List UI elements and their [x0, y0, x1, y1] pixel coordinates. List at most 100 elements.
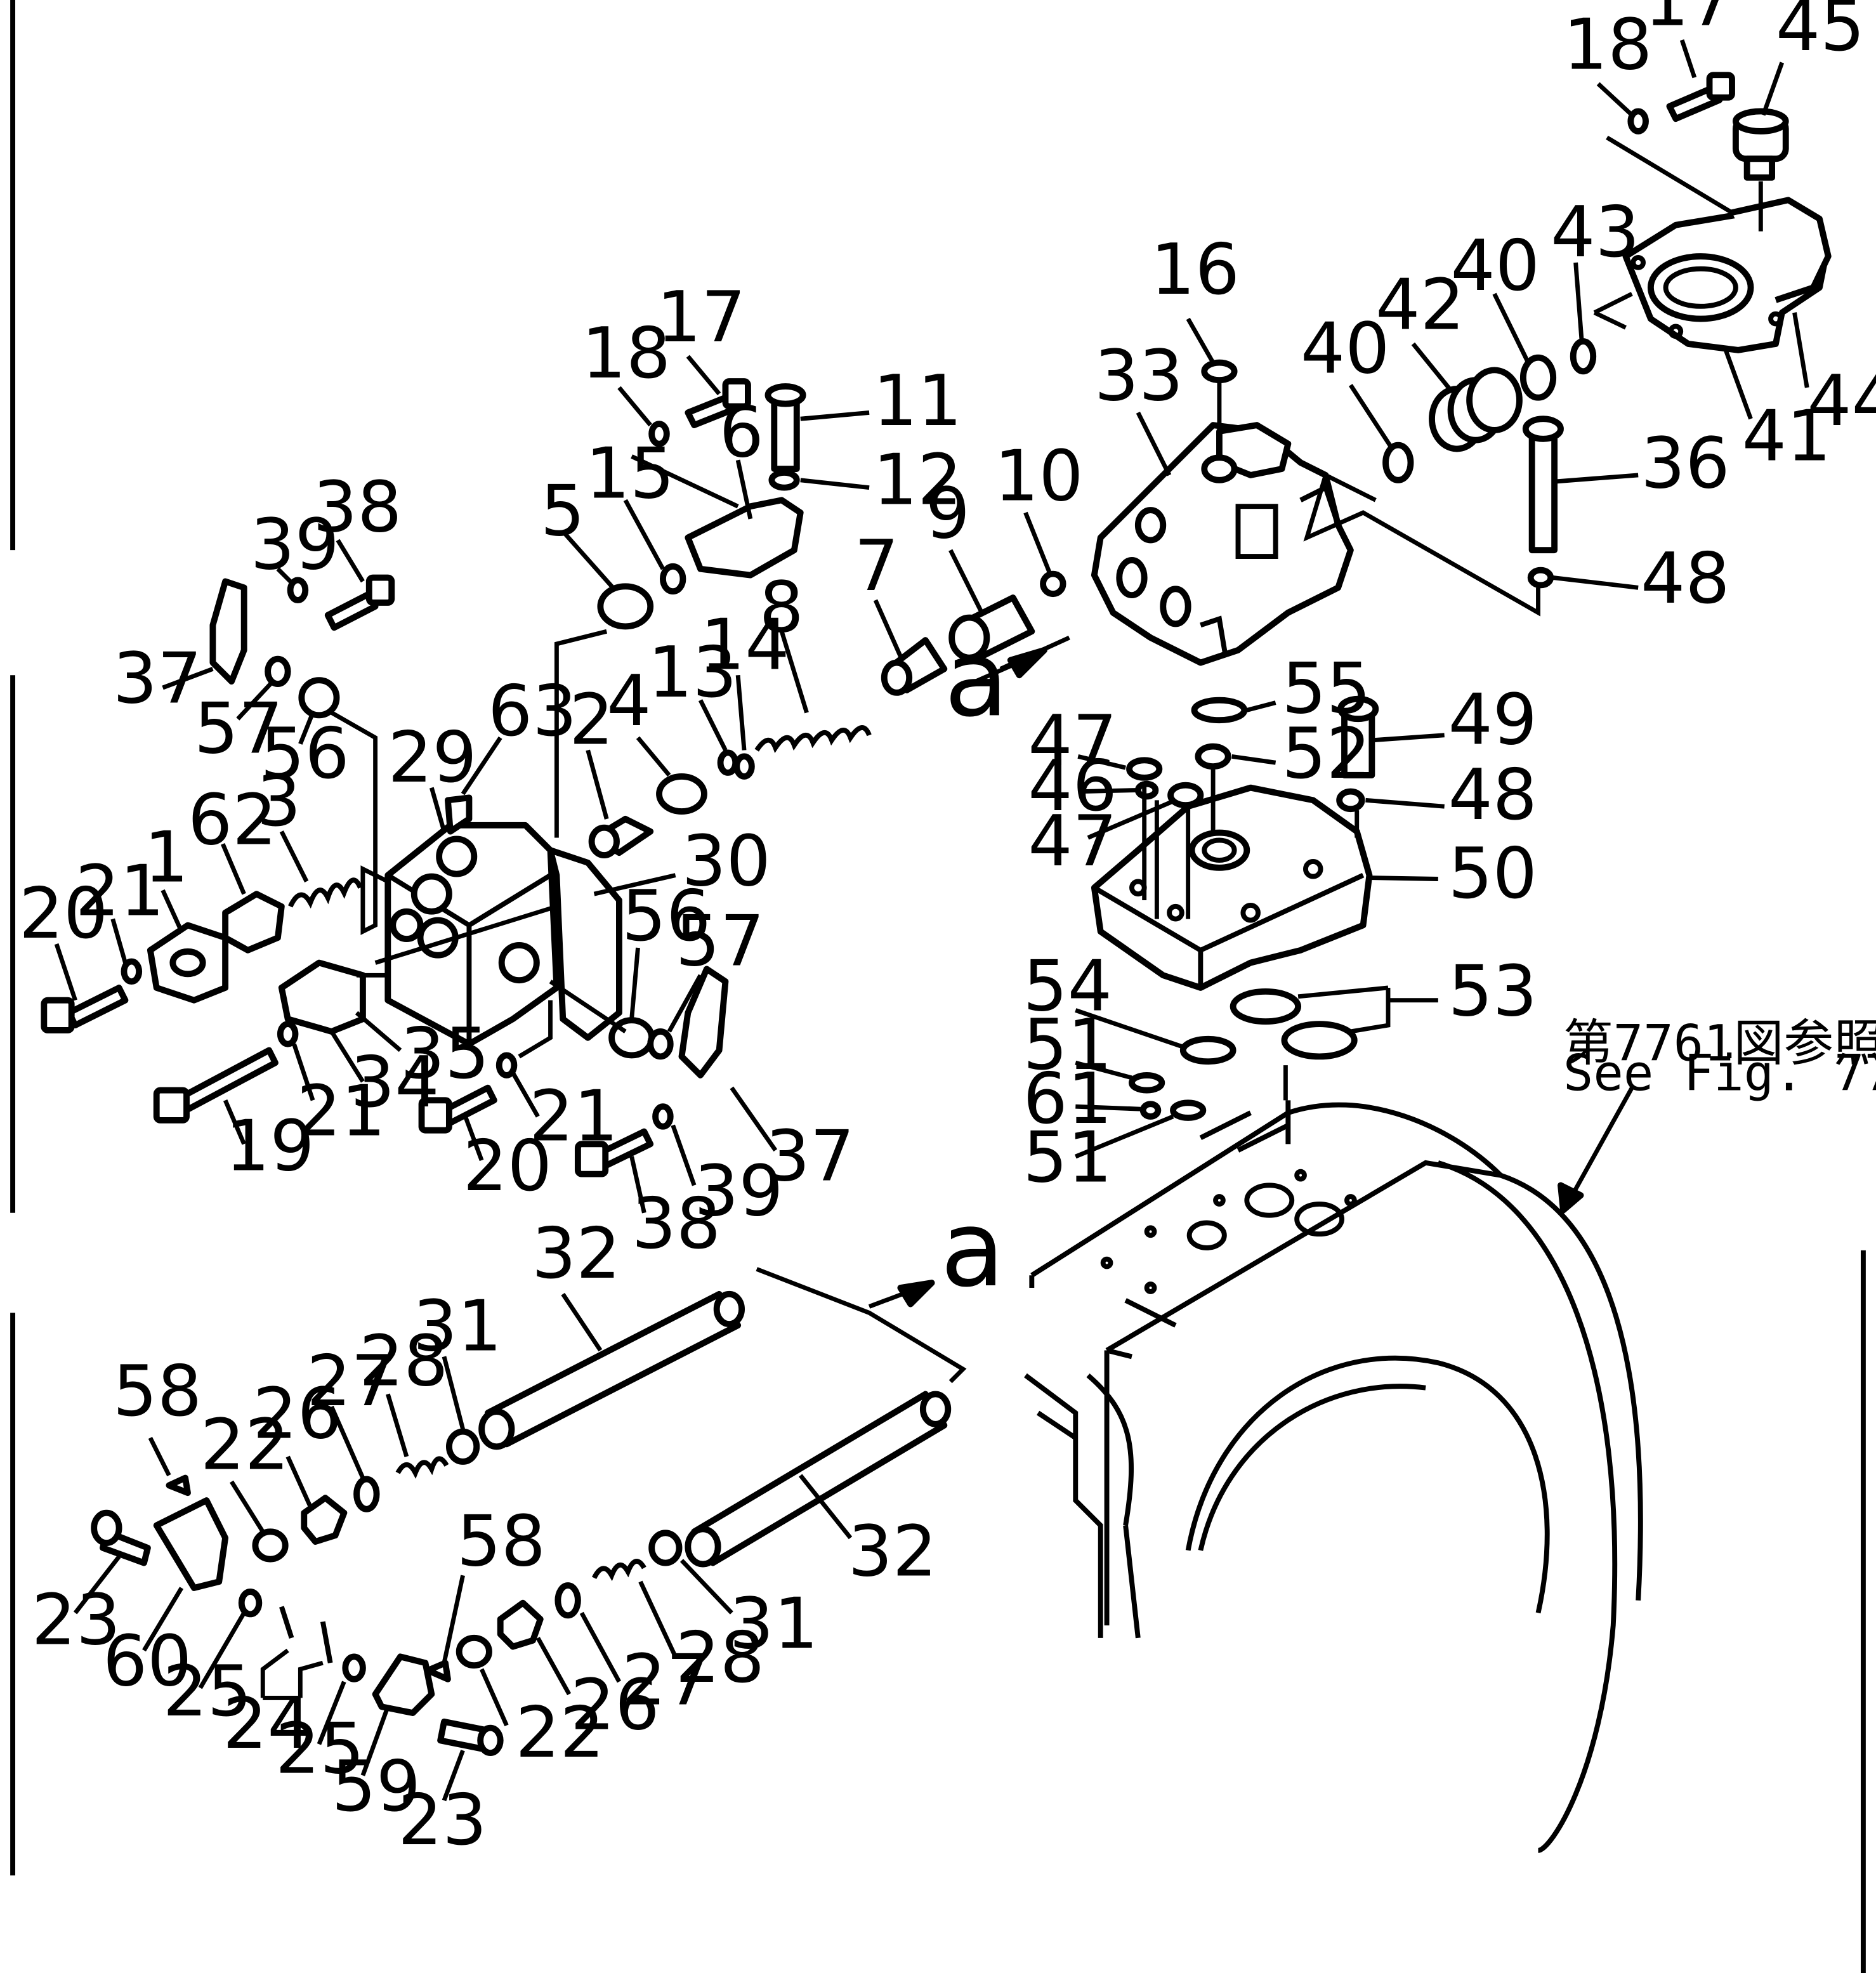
callout-21b: 21	[296, 1072, 385, 1153]
callout-60: 60	[103, 1622, 192, 1703]
callout-27a: 27	[306, 1341, 395, 1422]
callout-25b: 25	[275, 1709, 364, 1790]
callout-39b: 39	[694, 1151, 783, 1233]
callout-11: 11	[873, 361, 962, 442]
callout-58b: 58	[457, 1502, 546, 1583]
callout-24: 24	[223, 1684, 312, 1765]
callout-8: 8	[759, 567, 804, 648]
callout-25a: 25	[163, 1651, 252, 1733]
callout-22b: 22	[515, 1693, 604, 1774]
callout-7: 7	[854, 526, 898, 607]
callout-18b: 18	[1563, 4, 1652, 86]
callout-29: 29	[388, 718, 476, 799]
callout-28b: 28	[676, 1618, 764, 1699]
transmission-housing	[1024, 1100, 1643, 1853]
callout-18a: 18	[582, 313, 671, 395]
callout-19: 19	[225, 1106, 314, 1188]
callout-44: 44	[1807, 361, 1876, 442]
callout-3: 3	[256, 761, 301, 842]
callout-37a: 37	[113, 639, 202, 720]
callout-49: 49	[1448, 680, 1537, 761]
callout-6: 6	[719, 392, 764, 473]
arrow-label-a-lower: a	[940, 1188, 1004, 1311]
callout-51b: 51	[1023, 1117, 1112, 1198]
callout-21c: 21	[529, 1076, 618, 1157]
callout-26a: 26	[253, 1373, 341, 1455]
callout-30: 30	[681, 821, 770, 902]
callout-26b: 26	[570, 1665, 659, 1747]
reference-note-en: See Fig. 7761	[1563, 1044, 1876, 1103]
page-border	[10, 0, 1866, 1973]
callout-5: 5	[541, 471, 585, 553]
valve-body-33	[1091, 422, 1354, 666]
callout-28a: 28	[359, 1321, 448, 1403]
callout-10: 10	[994, 436, 1083, 517]
callout-40a: 40	[1301, 308, 1389, 390]
callout-62: 62	[188, 780, 277, 861]
callout-38a: 38	[313, 468, 402, 549]
callout-39a: 39	[251, 505, 339, 586]
leader-lines	[54, 39, 1809, 1802]
callout-47b: 47	[1028, 801, 1117, 882]
callout-37b: 37	[766, 1116, 855, 1197]
callout-47a: 47	[1028, 701, 1117, 782]
callout-21a: 21	[75, 851, 164, 933]
callout-58a: 58	[113, 1351, 202, 1432]
callout-31a: 31	[413, 1287, 502, 1368]
callout-61: 61	[1023, 1059, 1112, 1140]
callout-56a: 56	[260, 714, 349, 795]
callout-4: 4	[607, 661, 651, 742]
callout-51a: 51	[1023, 1005, 1112, 1086]
callout-2: 2	[569, 680, 613, 761]
cover-41-44	[1622, 108, 1832, 353]
callout-55: 55	[1282, 648, 1370, 730]
callout-57b: 57	[676, 901, 764, 982]
callout-20a: 20	[19, 874, 108, 955]
callout-35: 35	[400, 1014, 489, 1095]
callout-38b: 38	[632, 1184, 721, 1265]
cover-50	[1091, 784, 1373, 991]
callout-32b: 32	[848, 1511, 937, 1592]
callout-12: 12	[873, 440, 962, 521]
callout-56b: 56	[622, 876, 711, 957]
callout-17a: 17	[657, 277, 745, 358]
callout-31b: 31	[729, 1584, 818, 1665]
callout-20b: 20	[463, 1126, 552, 1207]
arrow-label-a-upper: a	[944, 618, 1008, 740]
callout-14: 14	[700, 605, 789, 686]
callout-1: 1	[144, 817, 188, 898]
callout-41: 41	[1742, 396, 1831, 477]
callout-57a: 57	[194, 688, 283, 770]
callout-46: 46	[1028, 746, 1117, 827]
callout-17b: 17	[1644, 0, 1733, 42]
callout-54: 54	[1023, 946, 1112, 1027]
callout-48a: 48	[1641, 539, 1729, 620]
callout-53: 53	[1448, 951, 1537, 1032]
callout-33: 33	[1094, 336, 1183, 417]
callout-15: 15	[586, 433, 674, 515]
reference-note-jp: 第7761図参照	[1563, 1014, 1876, 1072]
callout-23a: 23	[32, 1580, 121, 1662]
callout-43: 43	[1551, 192, 1639, 273]
callout-32a: 32	[532, 1214, 620, 1295]
callout-23b: 23	[398, 1780, 487, 1861]
callout-52: 52	[1282, 714, 1370, 795]
callout-34: 34	[350, 1042, 439, 1124]
spool-assembly-lower	[342, 1391, 952, 1757]
spool-assembly-upper	[91, 1290, 745, 1663]
callout-36: 36	[1641, 424, 1729, 505]
callout-16: 16	[1151, 230, 1240, 311]
callout-48b: 48	[1448, 755, 1537, 836]
callout-45: 45	[1776, 0, 1865, 67]
callout-13: 13	[648, 633, 737, 714]
callout-40b: 40	[1451, 226, 1540, 307]
callout-59: 59	[332, 1747, 421, 1828]
callout-42: 42	[1375, 265, 1464, 346]
callout-50: 50	[1448, 834, 1537, 915]
small-parts	[41, 72, 1735, 1177]
callout-22a: 22	[200, 1405, 289, 1486]
callout-63: 63	[488, 671, 577, 752]
callout-9: 9	[926, 473, 970, 554]
